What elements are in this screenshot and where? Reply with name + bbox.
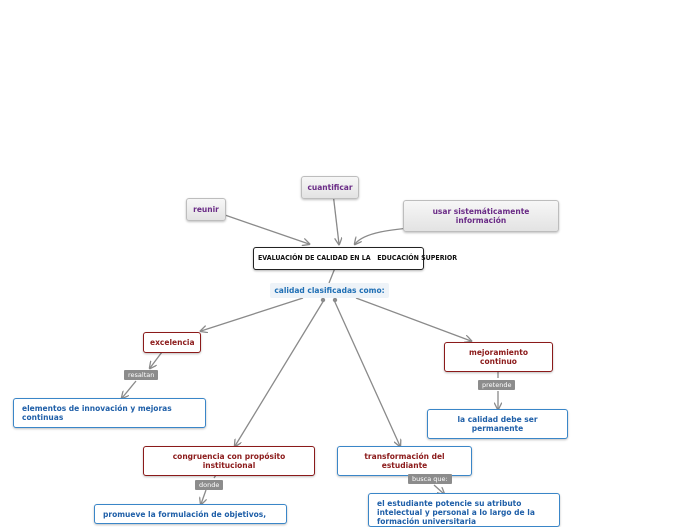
link-donde-promueve bbox=[201, 489, 206, 504]
link-sub-congruencia bbox=[235, 299, 325, 446]
node-transformacion[interactable]: transformación del estudiante bbox=[337, 446, 472, 476]
label-busca-que: busca que: bbox=[408, 474, 452, 484]
link-reunir-root bbox=[221, 213, 309, 244]
node-calidad-clasificadas[interactable]: calidad clasificadas como: bbox=[270, 283, 389, 298]
node-elementos-innovacion[interactable]: elementos de innovación y mejoras contin… bbox=[13, 398, 206, 428]
link-dot-right bbox=[332, 297, 338, 303]
node-promueve-objetivos[interactable]: promueve la formulación de objetivos, bbox=[94, 504, 287, 524]
node-cuantificar[interactable]: cuantificar bbox=[301, 176, 359, 199]
node-mejoramiento-continuo[interactable]: mejoramiento continuo bbox=[444, 342, 553, 372]
link-excelencia-resaltan bbox=[150, 351, 163, 368]
node-calidad-permanente[interactable]: la calidad debe ser permanente bbox=[427, 409, 568, 439]
link-dot-left bbox=[320, 297, 326, 303]
node-estudiante-potencie[interactable]: el estudiante potencie su atributo intel… bbox=[368, 493, 560, 527]
link-sub-transformacion bbox=[333, 299, 400, 446]
link-cuantificar-root bbox=[332, 192, 339, 244]
link-root-sub bbox=[328, 267, 336, 284]
node-usar-informacion[interactable]: usar sistemáticamente información bbox=[403, 200, 559, 232]
link-sub-mejoramiento bbox=[355, 297, 471, 341]
link-busca-potencie bbox=[433, 484, 444, 494]
node-reunir[interactable]: reunir bbox=[186, 198, 226, 221]
label-pretende: pretende bbox=[478, 380, 516, 390]
node-congruencia[interactable]: congruencia con propósito institucional bbox=[143, 446, 315, 476]
label-resaltan: resaltan bbox=[124, 370, 159, 380]
node-root-title[interactable]: EVALUACIÓN DE CALIDAD EN LA EDUCACIÓN SU… bbox=[253, 247, 457, 270]
link-sub-excelencia bbox=[201, 297, 304, 331]
node-excelencia[interactable]: excelencia bbox=[143, 332, 201, 353]
label-donde: donde bbox=[195, 480, 224, 490]
link-resaltan-elementos bbox=[122, 380, 137, 398]
